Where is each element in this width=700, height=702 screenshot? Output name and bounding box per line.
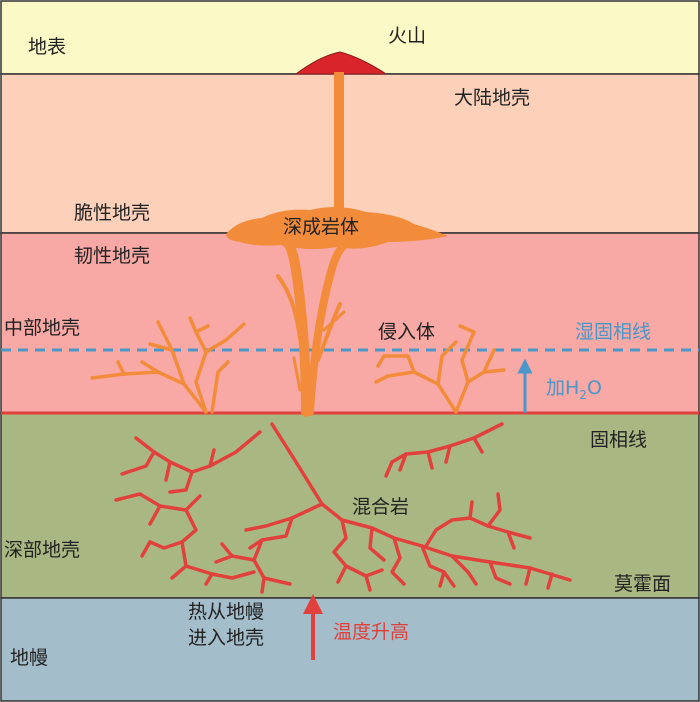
label-volcano: 火山 (388, 25, 426, 47)
label-brittle-crust: 脆性地壳 (74, 202, 150, 224)
label-wet-solidus: 湿固相线 (575, 321, 651, 343)
label-continental-crust: 大陆地壳 (454, 87, 530, 109)
label-heat-line2: 进入地壳 (188, 627, 264, 649)
melt-veins (114, 422, 572, 594)
upper-crust-layer (0, 73, 700, 234)
magma-conduit (334, 72, 344, 232)
label-surface: 地表 (28, 36, 66, 58)
intrusion-branches-right (374, 324, 506, 414)
label-pluton: 深成岩体 (283, 216, 359, 238)
label-deep-crust: 深部地壳 (4, 539, 80, 561)
label-solidus: 固相线 (590, 429, 647, 451)
label-ductile-crust: 韧性地壳 (74, 245, 150, 267)
label-add-water: 加H2O (546, 377, 602, 402)
label-migmatite: 混合岩 (352, 496, 409, 518)
intrusion-branches-left (90, 316, 246, 414)
label-temp-rise: 温度升高 (333, 621, 409, 643)
pluton-body (226, 206, 448, 250)
mantle-layer (0, 597, 700, 702)
label-intrusion: 侵入体 (378, 321, 435, 343)
label-heat-line1: 热从地幔 (188, 601, 264, 623)
label-moho: 莫霍面 (614, 573, 671, 595)
intrusion-feeder (276, 237, 350, 417)
label-mantle: 地幔 (10, 647, 48, 669)
volcano-cone (294, 51, 388, 75)
label-middle-crust: 中部地壳 (4, 317, 80, 339)
